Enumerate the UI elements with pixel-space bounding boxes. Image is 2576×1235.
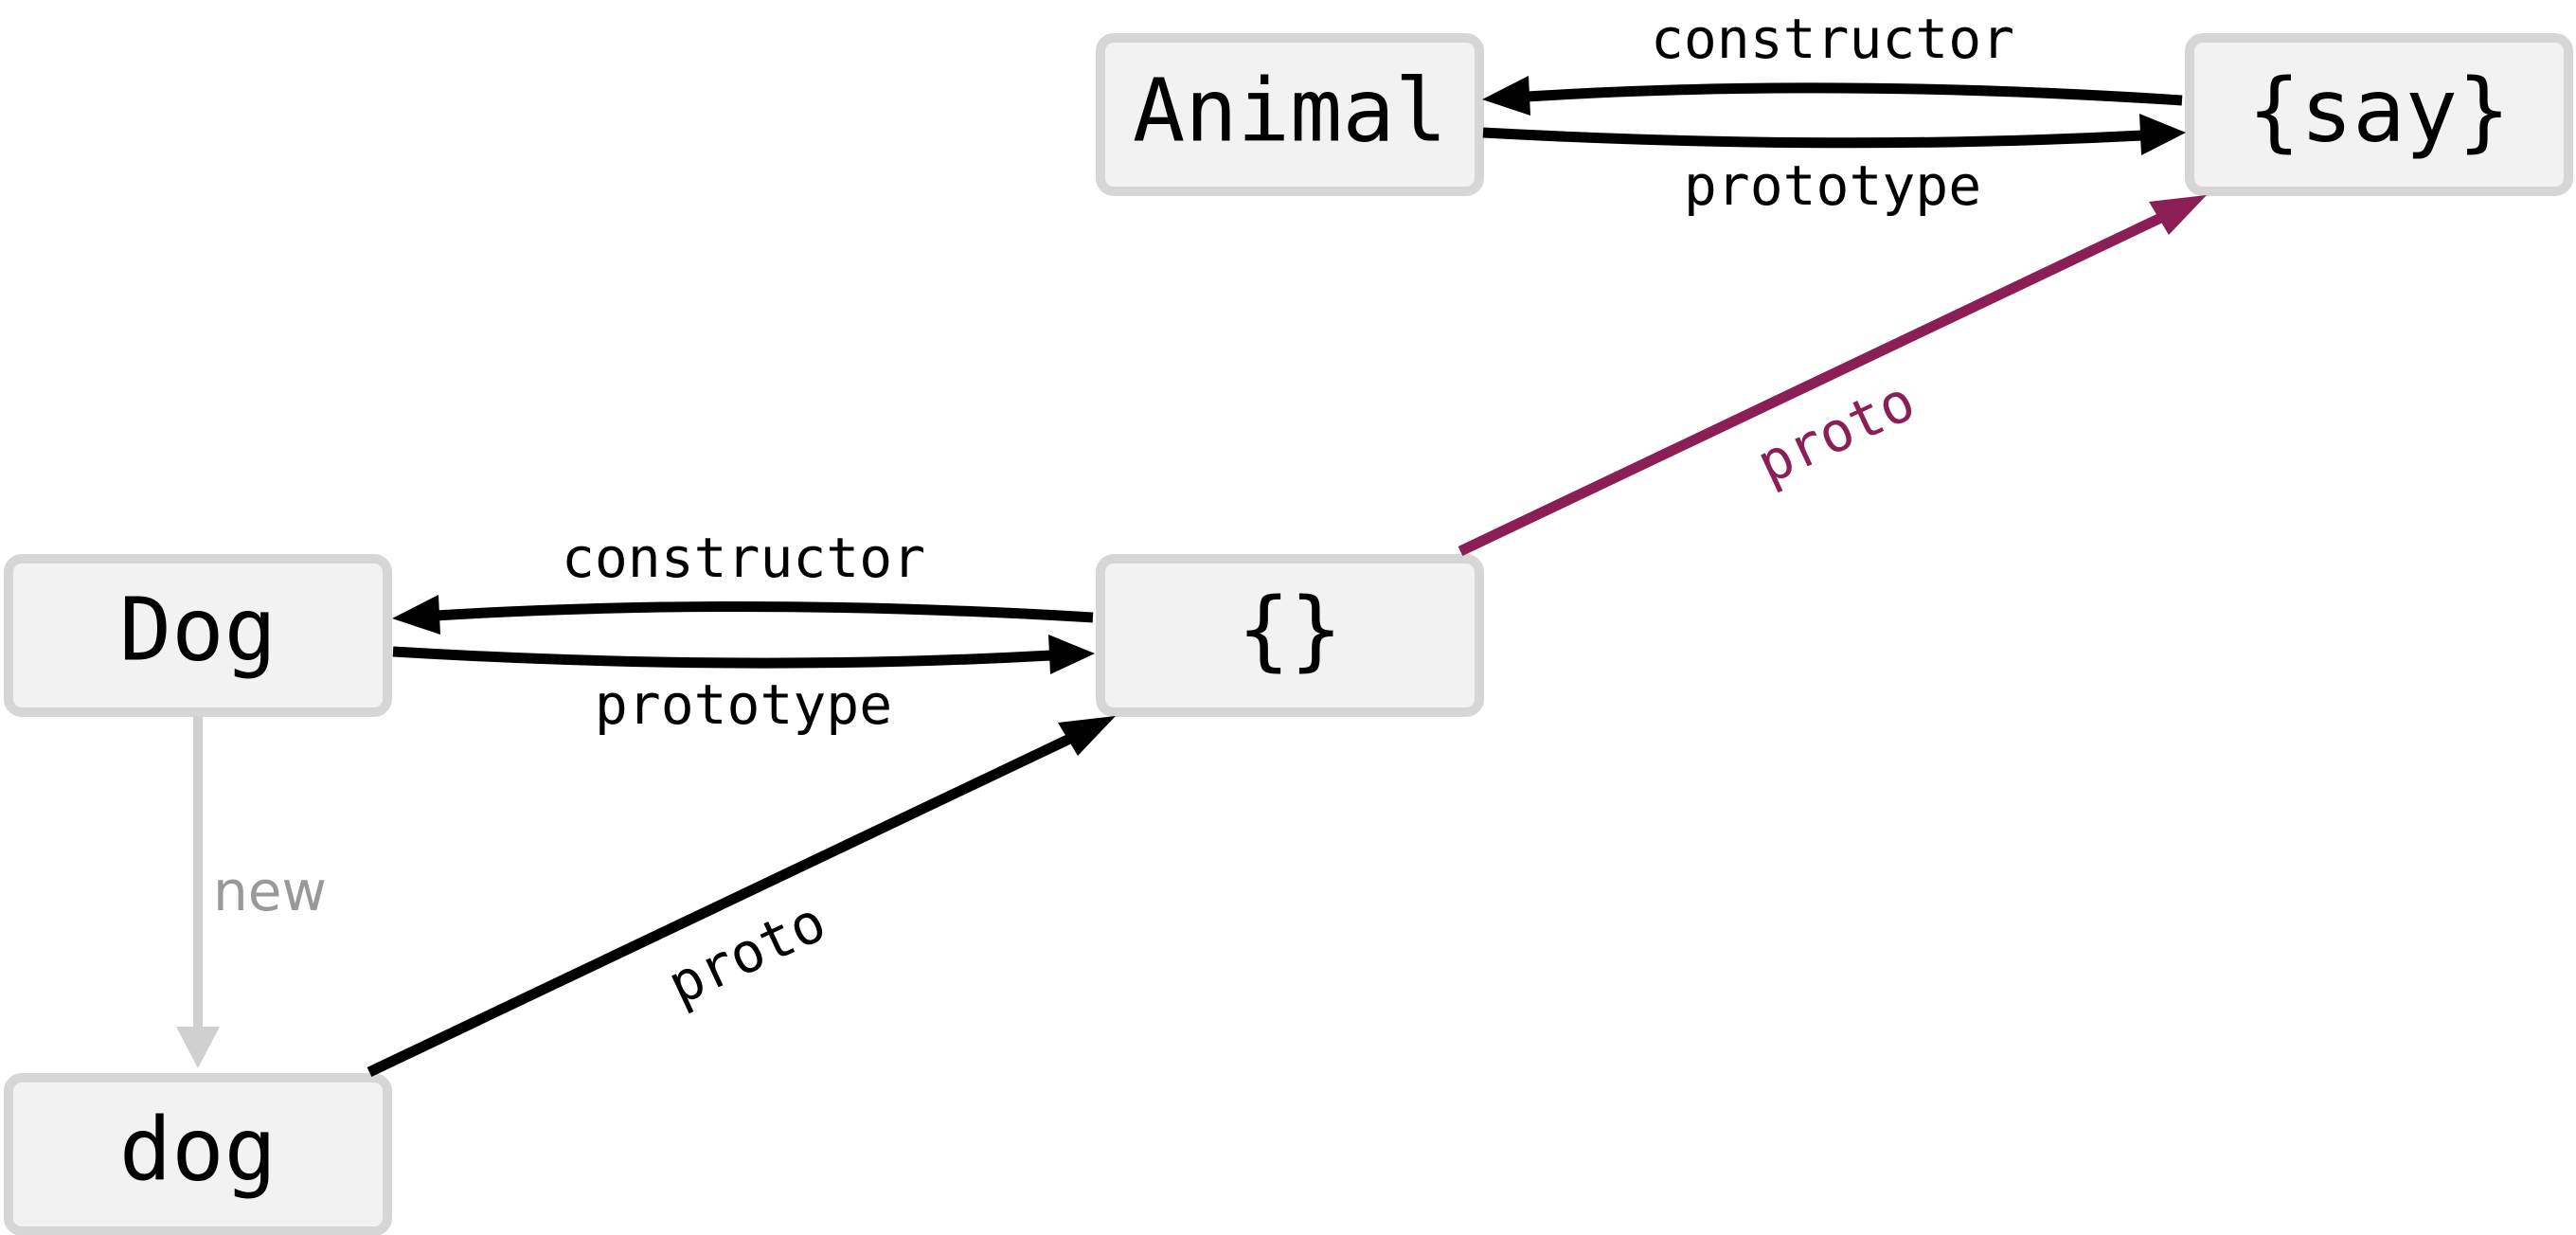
arrowhead-right-icon xyxy=(2139,114,2186,155)
arrowhead-right-icon xyxy=(1048,635,1095,674)
edge-new-label: new xyxy=(213,859,327,923)
node-say: {say} xyxy=(2185,33,2573,196)
edge-dog-prototype-label: prototype xyxy=(595,672,892,737)
edge-dog-proto-label: proto xyxy=(658,889,835,1017)
node-dog-instance: dog xyxy=(4,1073,392,1235)
arrowhead-left-icon xyxy=(392,595,440,635)
arrowhead-down-icon xyxy=(176,1027,220,1068)
node-dog-prototype-object: {} xyxy=(1096,554,1484,717)
edge-object-proto-label: proto xyxy=(1747,368,1924,496)
node-dog-prototype-object-label: {} xyxy=(1238,579,1343,680)
node-dog-constructor-label: Dog xyxy=(119,579,277,680)
edge-animal-constructor-label: constructor xyxy=(1651,7,2014,71)
node-say-label: {say} xyxy=(2248,60,2511,161)
arrowhead-left-icon xyxy=(1482,76,1530,116)
edge-animal-constructor xyxy=(1482,76,2183,116)
edge-new xyxy=(176,716,220,1068)
edge-animal-prototype-label: prototype xyxy=(1684,153,1981,218)
edge-animal-prototype xyxy=(1482,114,2186,155)
node-animal-label: Animal xyxy=(1133,60,1447,161)
edge-dog-proto xyxy=(367,716,1116,1077)
edge-dog-constructor-label: constructor xyxy=(562,526,925,590)
edge-dog-prototype xyxy=(392,635,1095,674)
edge-object-proto xyxy=(1458,195,2207,556)
node-dog-constructor: Dog xyxy=(4,554,392,717)
edge-dog-constructor xyxy=(392,595,1094,635)
arrowhead-up-right-icon xyxy=(1058,716,1116,756)
node-dog-instance-label: dog xyxy=(119,1099,277,1200)
node-animal: Animal xyxy=(1096,33,1484,196)
arrowhead-up-right-icon xyxy=(2149,195,2207,235)
